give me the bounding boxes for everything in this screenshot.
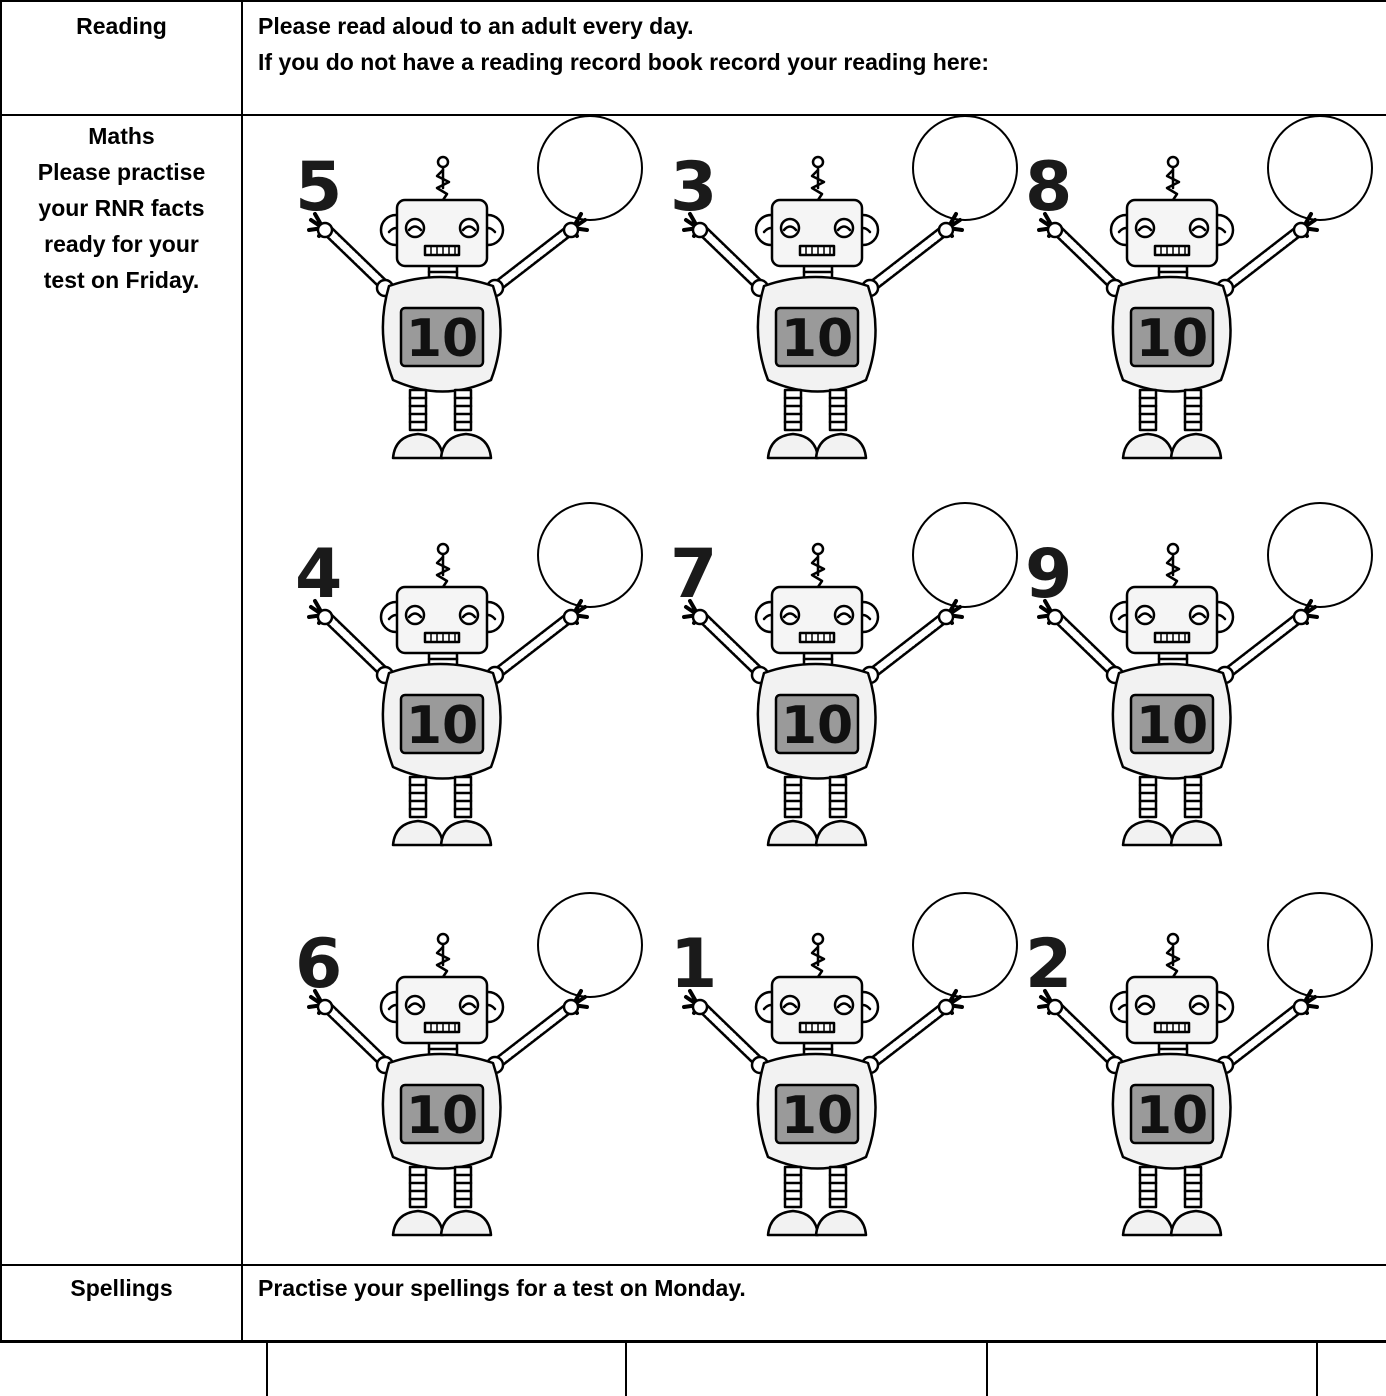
answer-circle[interactable] <box>537 502 643 608</box>
reading-instruction: Please read aloud to an adult every day. <box>258 13 694 39</box>
robot-total: 10 <box>781 1086 853 1146</box>
robot-screen <box>399 306 485 368</box>
bottom-row-divider-2 <box>625 1342 627 1396</box>
column-divider <box>241 0 243 1342</box>
robot-icon <box>307 542 589 847</box>
robot-total: 10 <box>406 309 478 369</box>
robot-total: 10 <box>1136 309 1208 369</box>
answer-circle[interactable] <box>912 115 1018 221</box>
answer-circle[interactable] <box>537 892 643 998</box>
robot-icon <box>307 155 589 460</box>
maths-label-line: your RNR facts <box>38 195 205 221</box>
robot-number-bond-item: 7 <box>660 502 1020 855</box>
robot-number-bond-item: 2 <box>1015 892 1375 1245</box>
robot-total: 10 <box>781 696 853 756</box>
table-border-top <box>0 0 1386 2</box>
robot-number-bond-item: 1 <box>660 892 1020 1245</box>
robot-icon <box>682 155 964 460</box>
robot-number: 9 <box>1025 535 1072 614</box>
spellings-instruction: Practise your spellings for a test on Mo… <box>258 1275 746 1301</box>
robot-total: 10 <box>1136 696 1208 756</box>
robot-total: 10 <box>406 696 478 756</box>
row-divider-spellings <box>0 1340 1386 1343</box>
robot-total: 10 <box>406 1086 478 1146</box>
robot-icon <box>1037 932 1319 1237</box>
robot-number: 1 <box>670 925 717 1004</box>
robot-number-bond-item: 8 <box>1015 115 1375 468</box>
robot-icon <box>682 932 964 1237</box>
bottom-row-divider-4 <box>1316 1342 1318 1396</box>
robot-number: 6 <box>295 925 342 1004</box>
maths-label-line: test on Friday. <box>43 267 200 293</box>
robot-screen <box>1129 306 1215 368</box>
robot-screen <box>774 693 860 755</box>
robot-number: 4 <box>295 535 342 614</box>
reading-record-instruction: If you do not have a reading record book… <box>258 49 990 75</box>
bottom-row-divider-1 <box>266 1342 268 1396</box>
robot-number-bond-item: 5 <box>285 115 645 468</box>
spellings-label: Spellings <box>70 1275 173 1301</box>
row-divider-maths <box>0 1264 1386 1266</box>
robot-icon <box>1037 542 1319 847</box>
robot-total: 10 <box>1136 1086 1208 1146</box>
row-divider-reading <box>0 114 1386 116</box>
robot-screen <box>1129 693 1215 755</box>
robot-icon <box>307 932 589 1237</box>
robot-number-bond-item: 9 <box>1015 502 1375 855</box>
robot-screen <box>774 1083 860 1145</box>
maths-label-line: Please practise <box>37 159 206 185</box>
robot-icon <box>682 542 964 847</box>
robot-number: 2 <box>1025 925 1072 1004</box>
robot-screen <box>774 306 860 368</box>
robot-screen <box>399 1083 485 1145</box>
robot-number: 3 <box>670 148 717 227</box>
answer-circle[interactable] <box>912 502 1018 608</box>
robot-number-bond-item: 6 <box>285 892 645 1245</box>
robot-screen <box>399 693 485 755</box>
robot-number: 5 <box>295 148 342 227</box>
robot-number-bond-item: 3 <box>660 115 1020 468</box>
robot-icon <box>1037 155 1319 460</box>
answer-circle[interactable] <box>537 115 643 221</box>
table-border-left <box>0 0 2 1342</box>
robot-screen <box>1129 1083 1215 1145</box>
answer-circle[interactable] <box>1267 892 1373 998</box>
maths-label-line: ready for your <box>44 231 199 257</box>
answer-circle[interactable] <box>1267 115 1373 221</box>
maths-label-line: Maths <box>88 123 155 149</box>
robot-total: 10 <box>781 309 853 369</box>
maths-label: Maths Please practise your RNR facts rea… <box>2 118 241 298</box>
robot-number-bond-item: 4 <box>285 502 645 855</box>
answer-circle[interactable] <box>1267 502 1373 608</box>
bottom-row-divider-3 <box>986 1342 988 1396</box>
reading-label: Reading <box>76 13 167 39</box>
robot-number: 7 <box>670 535 717 614</box>
answer-circle[interactable] <box>912 892 1018 998</box>
robot-number: 8 <box>1025 148 1072 227</box>
